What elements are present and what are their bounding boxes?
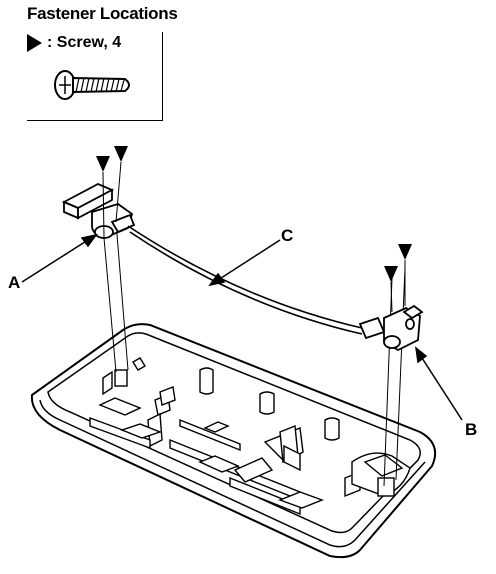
alignment-lines: [103, 221, 406, 487]
callout-a: A: [8, 273, 21, 292]
screw-arrow-1: [96, 156, 110, 172]
callout-c: C: [281, 226, 294, 245]
tray-ribs: [89, 357, 411, 516]
screw-arrow-4: [398, 244, 412, 260]
legend-text: : Screw, 4: [47, 34, 122, 51]
fastener-legend: : Screw, 4: [27, 32, 163, 121]
bracket-a: [61, 183, 136, 239]
cable-c: [127, 225, 363, 335]
screw-location-arrows: [96, 146, 412, 313]
screw-icon: [54, 70, 130, 100]
legend-row: : Screw, 4: [27, 34, 121, 52]
screw-arrow-3: [384, 266, 398, 282]
bracket-b: [358, 304, 424, 352]
fastener-locations-heading: Fastener Locations: [27, 4, 178, 23]
screw-arrow-2: [114, 146, 128, 162]
callout-b: B: [465, 420, 478, 439]
leader-lines: [21, 233, 463, 421]
screw-arrow-icon: [27, 34, 42, 52]
